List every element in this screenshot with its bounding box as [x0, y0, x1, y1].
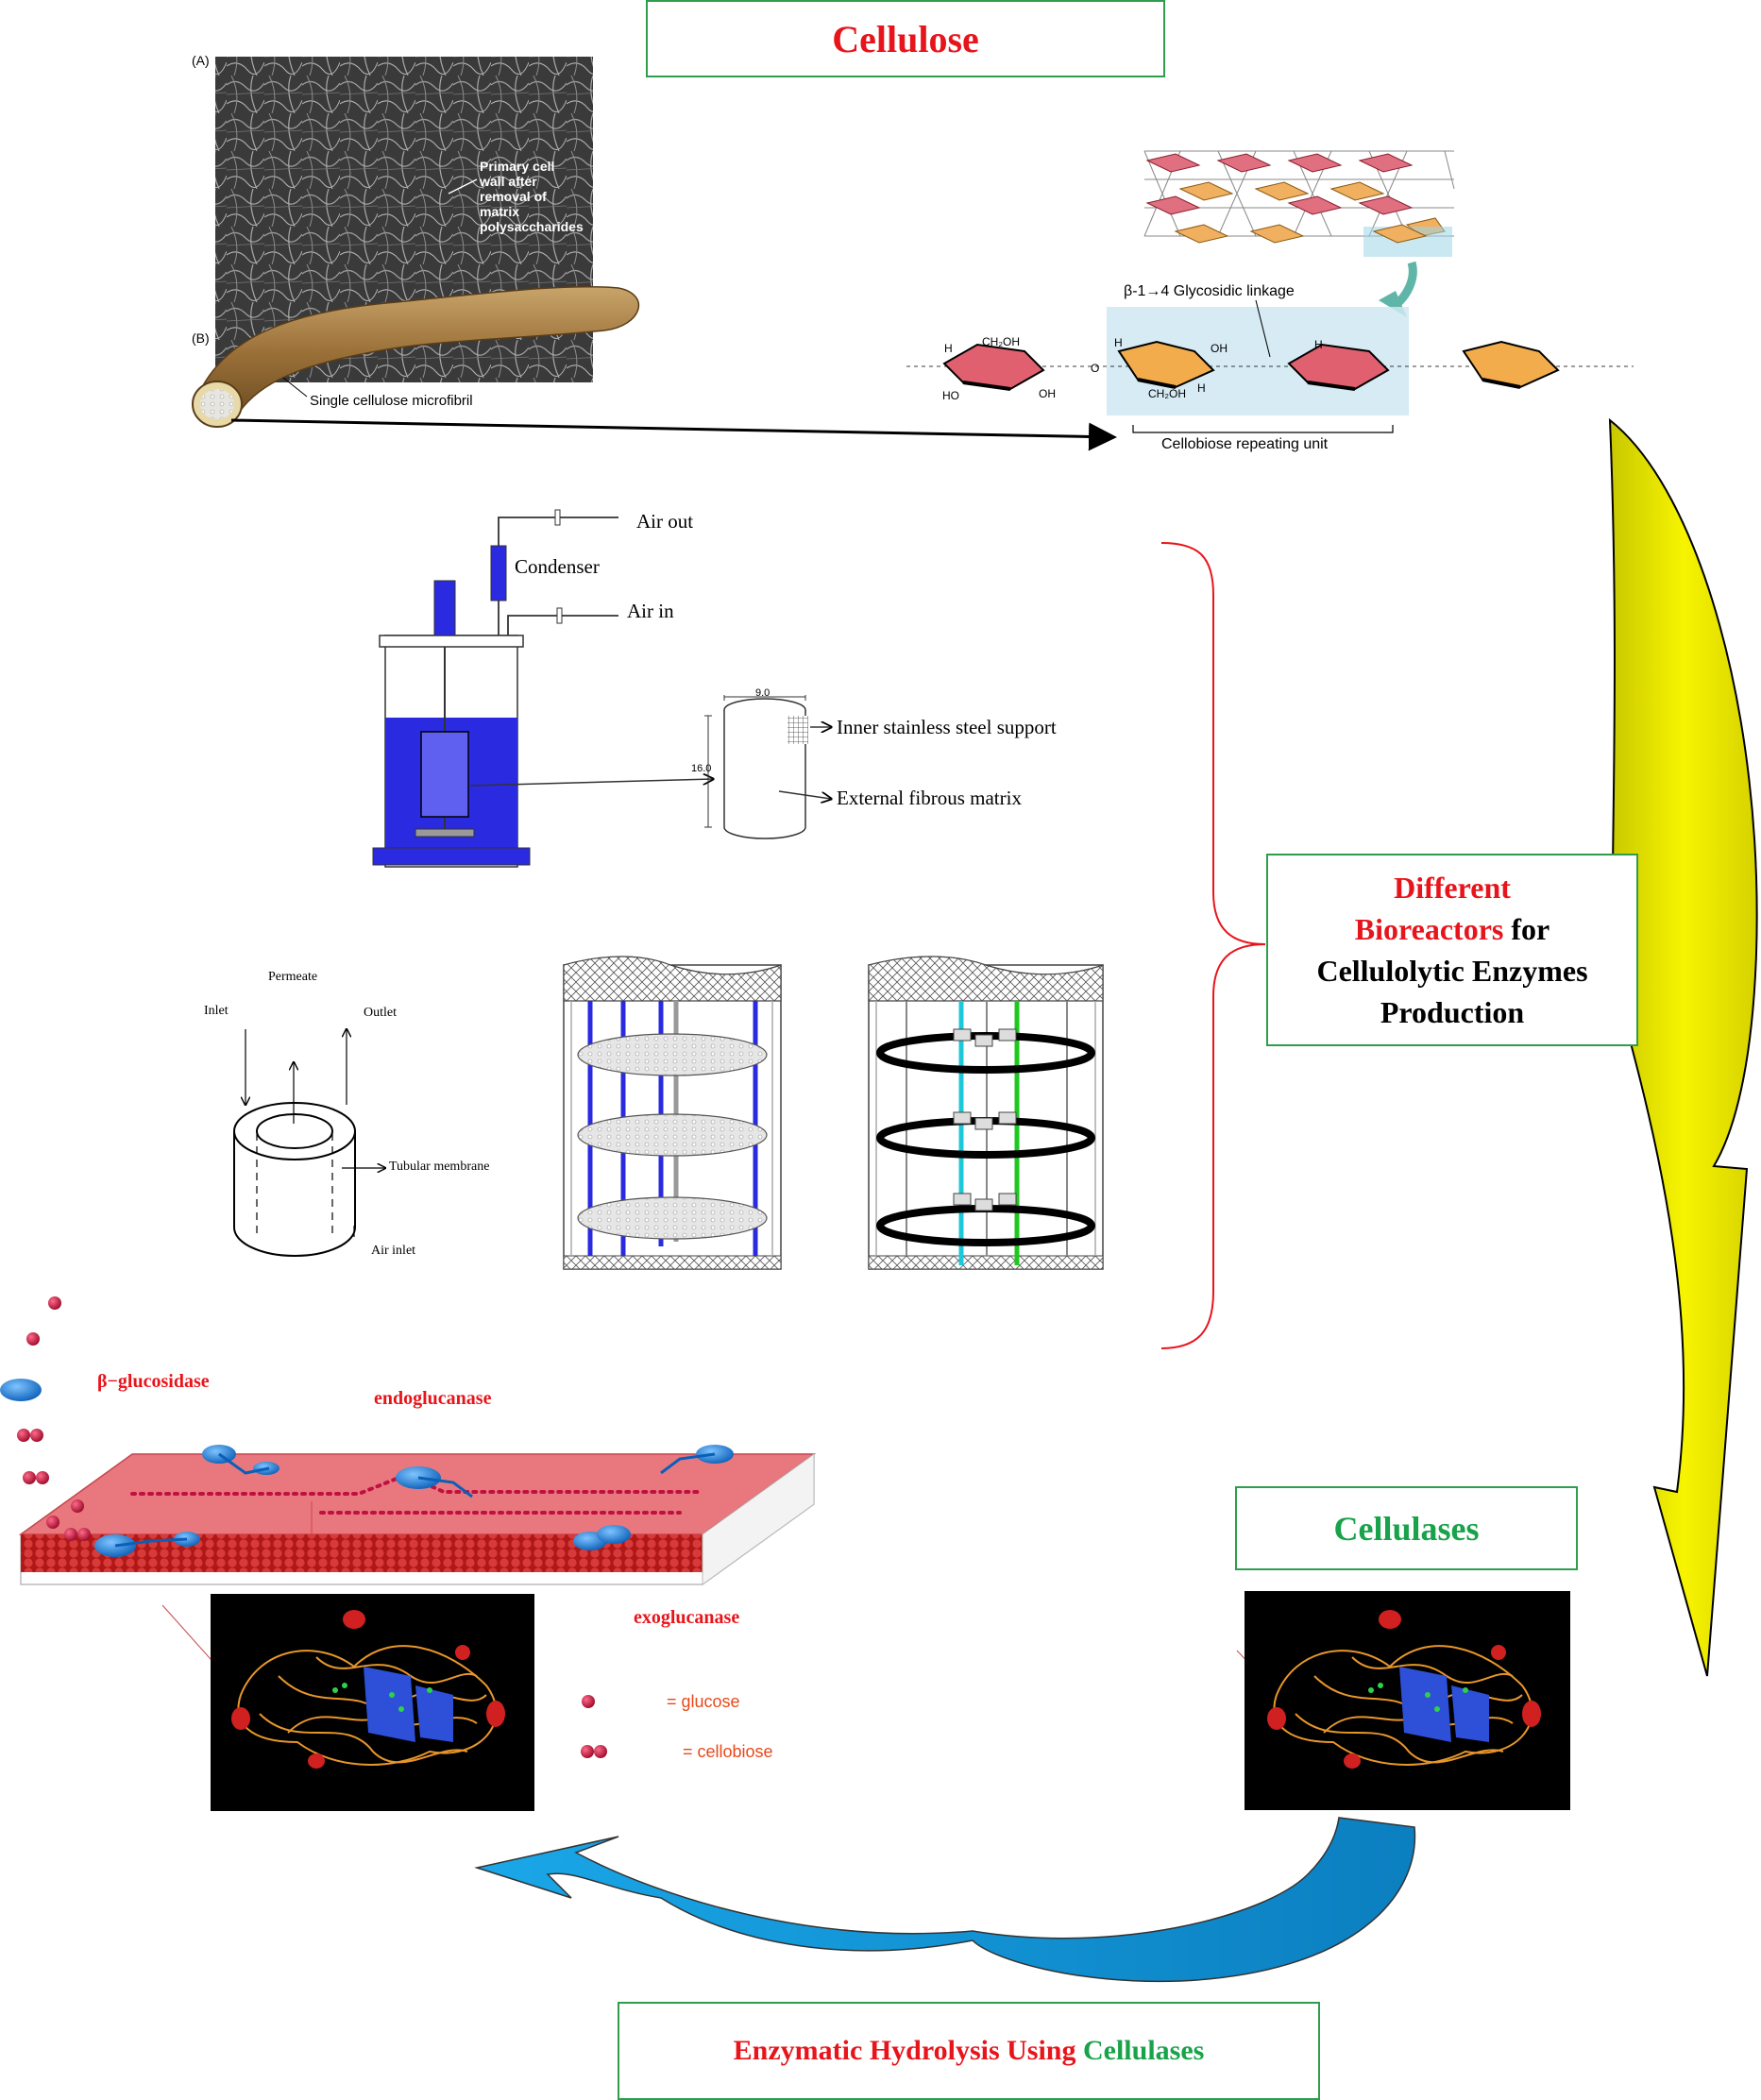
atom-label: H — [1314, 338, 1323, 351]
annotation-line: polysaccharides — [480, 219, 584, 234]
bioreactors-box: Different Bioreactors for Cellulolytic E… — [1266, 854, 1638, 1046]
cellulases-title: Cellulases — [1333, 1509, 1480, 1548]
atom-label: CH₂OH — [1148, 387, 1186, 400]
atom-label: H — [1197, 381, 1206, 395]
cellulases-box: Cellulases — [1235, 1486, 1578, 1570]
atom-label: O — [1091, 362, 1100, 375]
bioreactors-line2: Bioreactors for — [1355, 908, 1549, 950]
exoglucanase-label: exoglucanase — [634, 1607, 740, 1628]
cellulose-hydrolysis-scene — [0, 1296, 1271, 1758]
cylinder-dim-side: 16.0 — [691, 763, 712, 774]
condenser-label: Condenser — [515, 555, 600, 578]
atom-label: CH₂OH — [982, 335, 1020, 348]
endoglucanase-label: endoglucanase — [374, 1388, 492, 1409]
ring-packed-bioreactor — [868, 956, 1104, 1270]
annotation-line: matrix — [480, 204, 520, 219]
air-inlet-label: Air inlet — [371, 1244, 416, 1258]
cellulose-crystal-lattice — [1143, 150, 1455, 317]
hydrolysis-box: Enzymatic Hydrolysis Using Cellulases — [618, 2002, 1320, 2100]
cell-wall-annotation: Primary cell wall after removal of matri… — [480, 159, 584, 234]
hydrolysis-title: Enzymatic Hydrolysis Using Cellulases — [734, 2035, 1205, 2067]
bioreactors-line2-red: Bioreactors — [1354, 912, 1504, 946]
tubular-membrane-label: Tubular membrane — [389, 1160, 490, 1174]
enzyme-structure-left — [211, 1594, 534, 1811]
annotation-line: wall after — [480, 174, 537, 189]
cellobiose-chain — [906, 299, 1634, 433]
yellow-cycle-arrow — [1608, 417, 1758, 1677]
inlet-label: Inlet — [204, 1004, 229, 1018]
inner-support-label: Inner stainless steel support — [837, 716, 1057, 738]
atom-label: OH — [1211, 342, 1228, 355]
glycosidic-linkage-label: β-1→4 Glycosidic linkage — [1124, 283, 1295, 299]
cylinder-dim-top: 9.0 — [755, 687, 770, 699]
bioreactors-line2-black: for — [1503, 912, 1550, 946]
cellobiose-repeat-label: Cellobiose repeating unit — [1161, 436, 1329, 452]
panel-a-label: (A) — [192, 53, 210, 68]
cellulose-title: Cellulose — [832, 17, 979, 60]
annotation-line: Primary cell — [480, 159, 555, 174]
perforated-plate-bioreactor — [563, 956, 782, 1270]
enzyme-structure-right — [1245, 1591, 1570, 1810]
beta-glucosidase-label: β−glucosidase — [97, 1371, 210, 1392]
hydrolysis-title-red: Enzymatic Hydrolysis Using — [733, 2035, 1083, 2066]
blue-cycle-arrow — [474, 1817, 1416, 1983]
atom-label: H — [944, 342, 953, 355]
air-out-label: Air out — [636, 510, 694, 533]
bioreactors-line4: Production — [1380, 995, 1525, 1029]
panel-b-label: (B) — [192, 330, 210, 346]
air-in-label: Air in — [627, 600, 674, 622]
bioreactor-brace — [1160, 542, 1266, 1349]
cellulose-micrograph — [192, 57, 1117, 451]
external-matrix-label: External fibrous matrix — [837, 787, 1022, 809]
microfibril-label: Single cellulose microfibril — [310, 393, 473, 409]
permeate-label: Permeate — [268, 970, 318, 984]
bioreactors-line3: Cellulolytic Enzymes — [1316, 954, 1588, 988]
cellulose-title-box: Cellulose — [646, 0, 1165, 77]
atom-label: HO — [942, 389, 959, 402]
outlet-label: Outlet — [364, 1006, 397, 1020]
atom-label: OH — [1039, 387, 1056, 400]
glucose-legend: = glucose — [667, 1692, 740, 1711]
tubular-membrane-bioreactor — [233, 1029, 385, 1257]
bioreactors-line1: Different — [1394, 871, 1511, 905]
fibrous-bed-bioreactor — [372, 509, 831, 868]
hydrolysis-title-green: Cellulases — [1082, 2035, 1205, 2066]
cellobiose-legend: = cellobiose — [683, 1742, 773, 1761]
annotation-line: removal of — [480, 189, 547, 204]
atom-label: H — [1114, 336, 1123, 349]
